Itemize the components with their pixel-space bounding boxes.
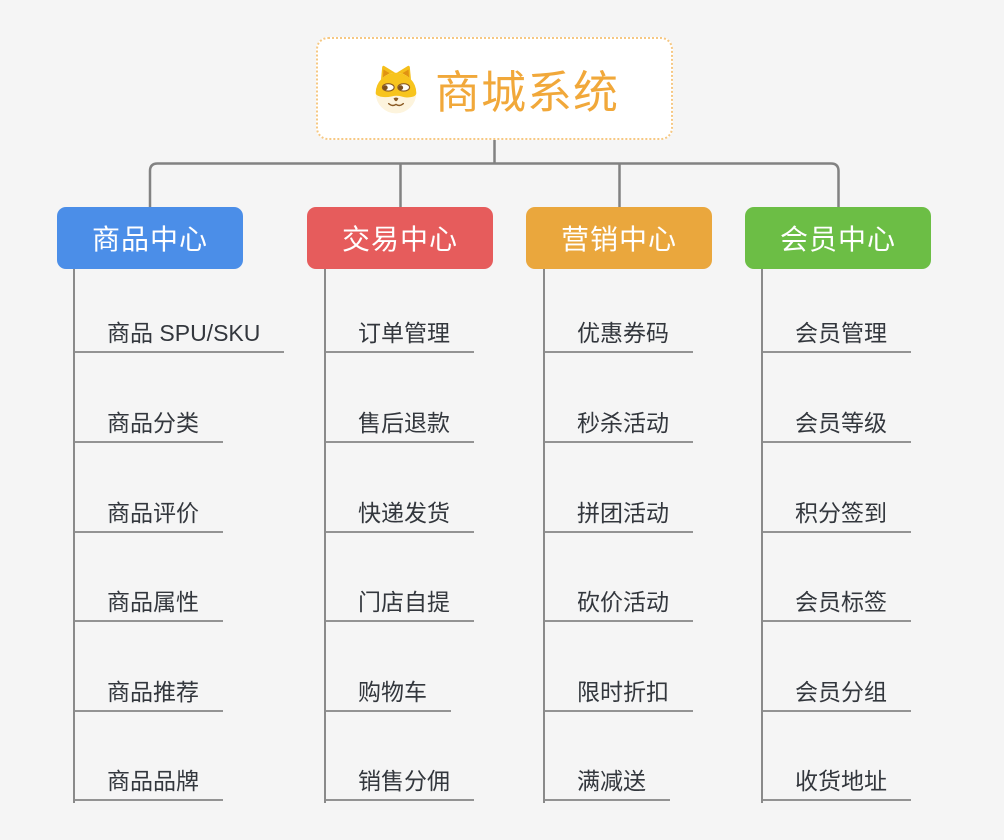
child-node[interactable]: 商品评价 [75,499,223,533]
child-node[interactable]: 订单管理 [326,319,474,353]
branch-label: 交易中心 [341,224,458,255]
child-node[interactable]: 限时折扣 [545,678,693,712]
child-node[interactable]: 会员分组 [763,678,911,712]
child-node[interactable]: 会员管理 [763,319,911,353]
child-node[interactable]: 砍价活动 [545,588,693,622]
child-node[interactable]: 优惠券码 [545,319,693,353]
branch-node[interactable]: 商品中心 [57,207,243,269]
branch-label: 会员中心 [779,224,896,255]
child-node[interactable]: 商品分类 [75,409,223,443]
child-node[interactable]: 秒杀活动 [545,409,693,443]
child-node[interactable]: 商品品牌 [75,767,223,801]
branch-children: 会员管理会员等级积分签到会员标签会员分组收货地址 [761,269,993,803]
child-node[interactable]: 商品推荐 [75,678,223,712]
child-node[interactable]: 积分签到 [763,499,911,533]
child-node[interactable]: 拼团活动 [545,499,693,533]
branch-node[interactable]: 会员中心 [745,207,931,269]
child-node[interactable]: 满减送 [545,767,670,801]
branch-node[interactable]: 交易中心 [307,207,493,269]
doge-icon [375,65,417,113]
branch-node[interactable]: 营销中心 [526,207,712,269]
root-title: 商城系统 [434,67,619,118]
child-node[interactable]: 快递发货 [326,499,474,533]
branch-label: 营销中心 [560,224,677,255]
child-node[interactable]: 会员标签 [763,588,911,622]
branch-children: 优惠券码秒杀活动拼团活动砍价活动限时折扣满减送 [543,269,775,803]
child-node[interactable]: 商品 SPU/SKU [75,319,285,353]
root-node[interactable]: 商城系统 [316,37,673,140]
branch-label: 商品中心 [91,224,208,255]
child-node[interactable]: 商品属性 [75,588,223,622]
child-node[interactable]: 会员等级 [763,409,911,443]
child-node[interactable]: 售后退款 [326,409,474,443]
child-node[interactable]: 销售分佣 [326,767,474,801]
branch-rail-line [148,162,840,209]
child-node[interactable]: 门店自提 [326,588,474,622]
branch-children: 商品 SPU/SKU 商品分类商品评价商品属性商品推荐商品品牌 [73,269,305,803]
child-node[interactable]: 购物车 [326,678,451,712]
child-node[interactable]: 收货地址 [763,767,911,801]
branch-children: 订单管理售后退款快递发货门店自提购物车销售分佣 [324,269,556,803]
